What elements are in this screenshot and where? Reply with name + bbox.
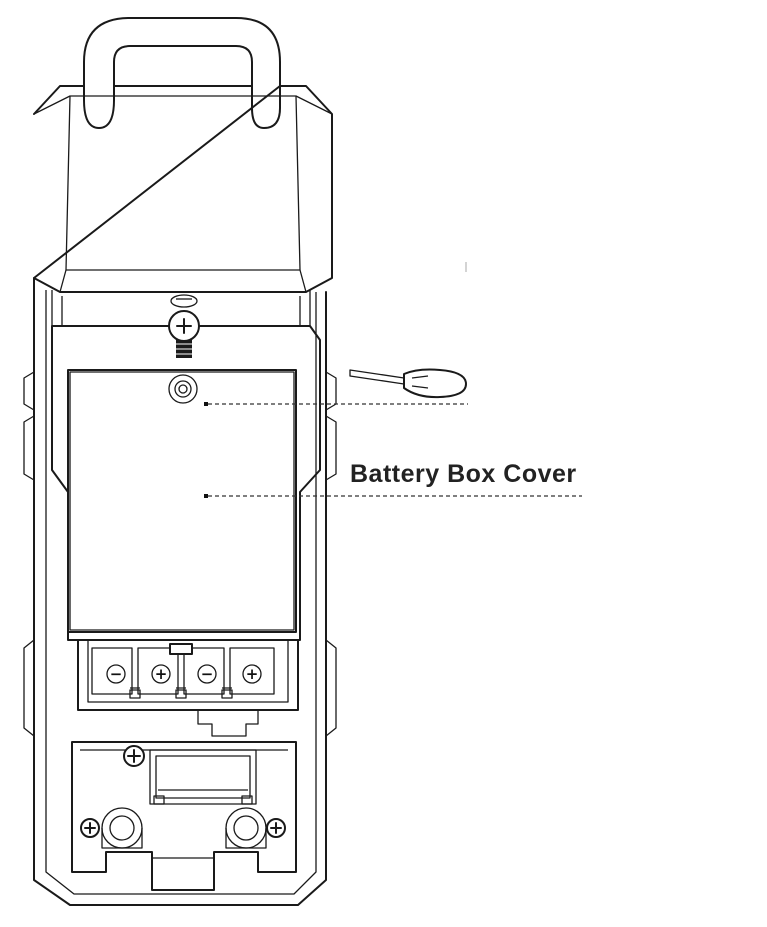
- battery-compartment: − + − +: [77, 639, 299, 737]
- terminal-4-symbol: +: [246, 665, 259, 683]
- terminal-2-symbol: +: [155, 665, 168, 683]
- terminal-1-symbol: −: [110, 665, 123, 683]
- main-body: [23, 277, 337, 906]
- screwdriver-icon: [349, 368, 467, 399]
- top-screw: [168, 294, 200, 358]
- shackle: [83, 17, 281, 129]
- battery-box-cover-label: Battery Box Cover: [350, 460, 577, 488]
- terminal-3-symbol: −: [201, 665, 214, 683]
- top-housing: [33, 85, 333, 293]
- lower-module: [71, 741, 297, 891]
- callout-leaders: [208, 403, 582, 497]
- battery-box-cover: [67, 369, 297, 633]
- inner-frame: [51, 290, 321, 641]
